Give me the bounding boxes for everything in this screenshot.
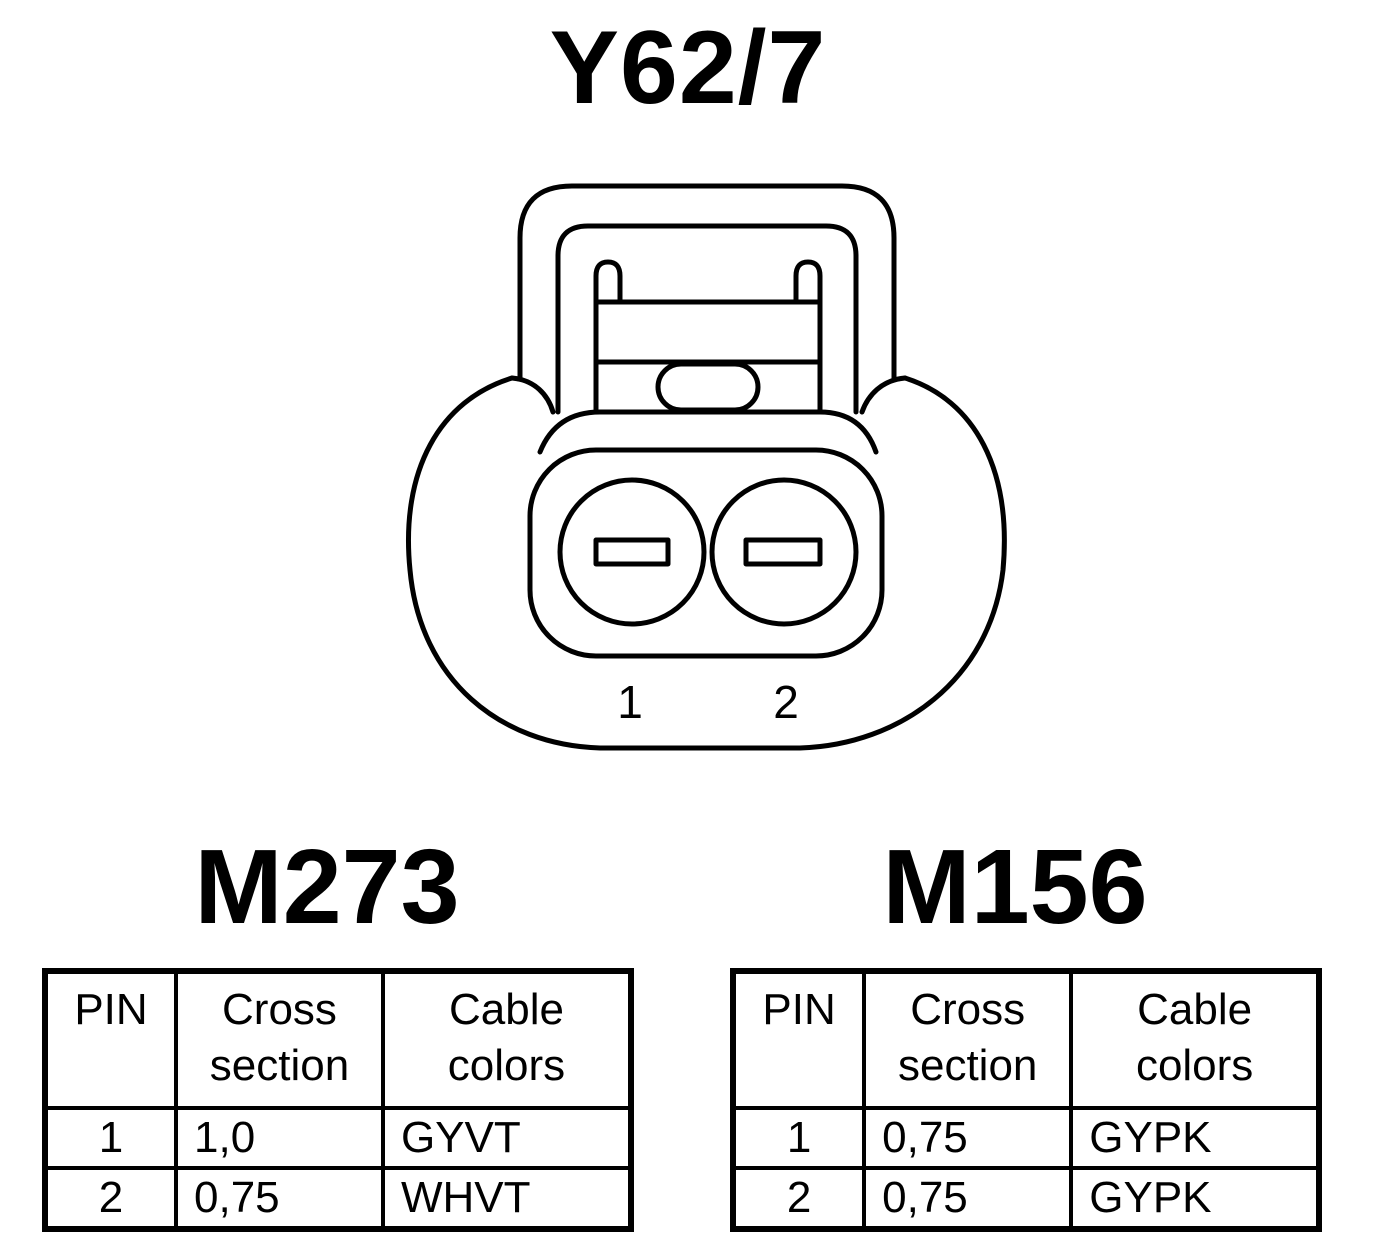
inner-face: [537, 409, 879, 455]
table-row: 2 0,75 GYPK: [730, 1166, 1321, 1231]
cell-pin: 1: [42, 1106, 179, 1170]
engine-title-m156: M156: [882, 828, 1148, 946]
housing-left-shoulder: [509, 375, 556, 415]
pin-2-terminal: [743, 537, 823, 567]
connector-drawing: 1 2: [406, 183, 1007, 751]
pin-1-terminal: [593, 537, 671, 567]
latch-outer-frame: [517, 183, 897, 381]
latch-inner-frame: [555, 223, 859, 415]
engine-title-m273: M273: [194, 828, 460, 946]
cell-pin: 1: [730, 1106, 867, 1170]
housing-right-shoulder: [859, 375, 908, 415]
release-button: [655, 361, 761, 413]
latch-post-right: [793, 259, 823, 415]
connector-title: Y62/7: [549, 10, 827, 126]
connector-housing-outline: [406, 375, 1007, 751]
cell-pin: 2: [42, 1166, 179, 1231]
table-row: 1 0,75 GYPK: [730, 1106, 1321, 1170]
cell-cable-color: GYPK: [1069, 1166, 1321, 1231]
cell-cable-color: WHVT: [380, 1166, 634, 1231]
cell-pin: 2: [730, 1166, 867, 1231]
pin-1-socket: [557, 477, 707, 627]
cell-cross-section: 0,75: [862, 1166, 1074, 1231]
pin-1-label: 1: [617, 676, 643, 728]
cell-cable-color: GYPK: [1069, 1106, 1321, 1170]
header-pin: PIN: [42, 969, 179, 1110]
pin-cavity: [527, 447, 885, 659]
cell-cross-section: 0,75: [174, 1166, 385, 1231]
cell-cross-section: 1,0: [174, 1106, 385, 1170]
header-pin: PIN: [730, 969, 867, 1110]
table-row: 1 1,0 GYVT: [42, 1106, 634, 1170]
table-row: 2 0,75 WHVT: [42, 1166, 634, 1231]
cell-cable-color: GYVT: [380, 1106, 634, 1170]
latch-post-left: [593, 259, 623, 415]
cell-cross-section: 0,75: [862, 1106, 1074, 1170]
pin-2-label: 2: [773, 676, 799, 728]
pin-2-socket: [709, 477, 859, 627]
